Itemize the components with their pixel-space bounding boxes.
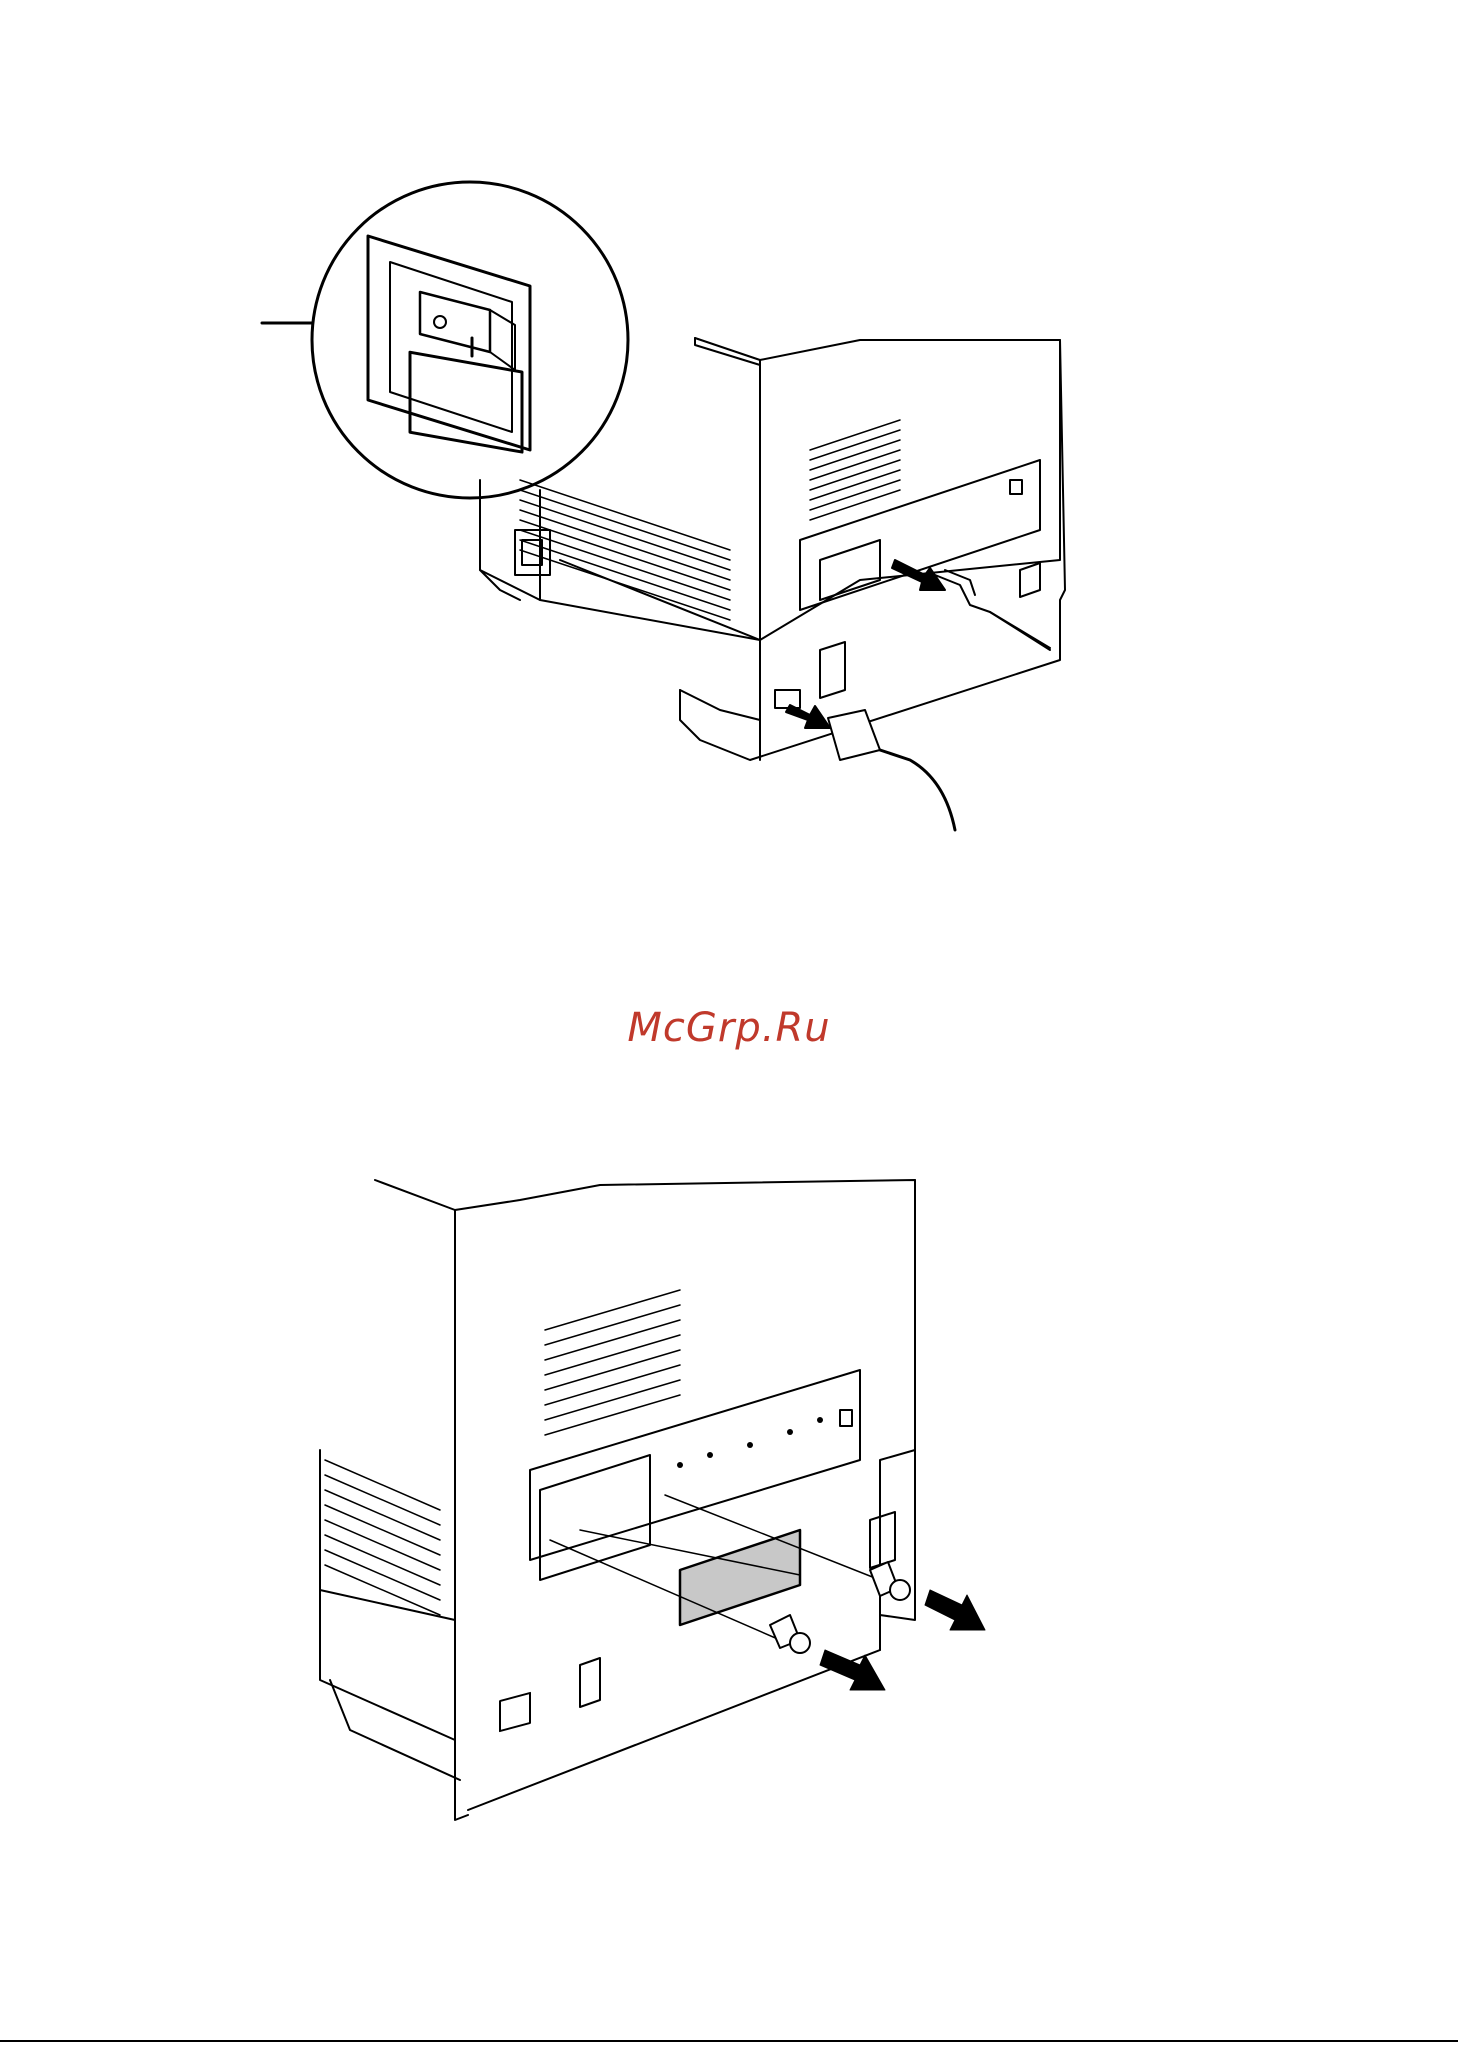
pull-arrow-icon (820, 1590, 985, 1690)
footer-rule (0, 2040, 1458, 2042)
printer-rear-view-2 (320, 1180, 915, 1820)
slot-cover-icon (680, 1530, 800, 1625)
